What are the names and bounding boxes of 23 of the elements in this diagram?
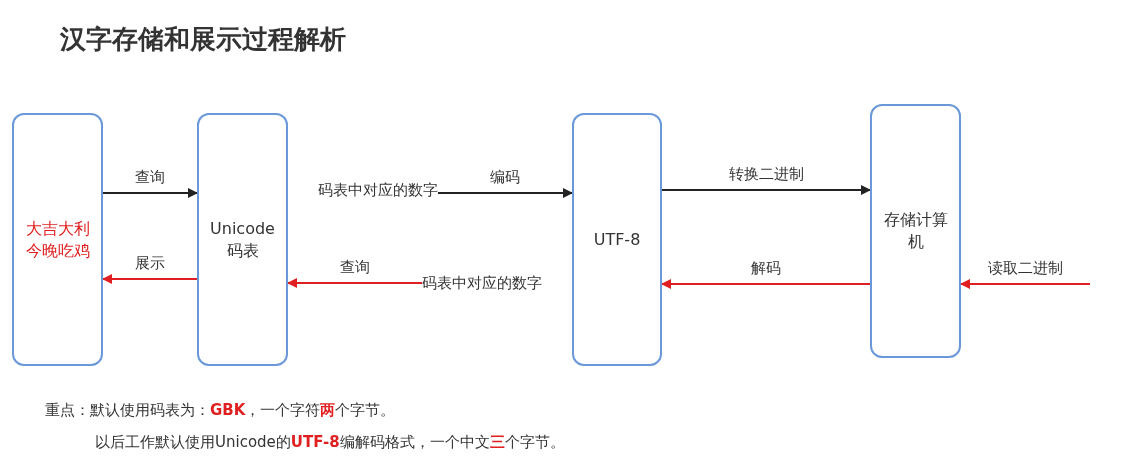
- process-box: UTF-8: [572, 113, 662, 366]
- process-box: Unicode码表: [197, 113, 288, 366]
- edge-label: 读取二进制: [988, 258, 1063, 278]
- title: 汉字存储和展示过程解析: [60, 23, 346, 56]
- text-label: 码表中对应的数字: [318, 179, 438, 201]
- edge-label: 编码: [490, 167, 520, 187]
- process-box: 存储计算机: [870, 104, 961, 358]
- arrow: [287, 278, 423, 288]
- arrow: [661, 185, 871, 195]
- arrow: [960, 279, 1091, 289]
- text-label: 码表中对应的数字: [422, 272, 542, 294]
- arrow: [661, 279, 871, 289]
- arrow: [437, 188, 573, 198]
- process-box: 大吉大利今晚吃鸡: [12, 113, 103, 366]
- edge-label: 展示: [135, 253, 165, 273]
- arrow: [102, 274, 198, 284]
- edge-label: 查询: [135, 167, 165, 187]
- edge-label: 解码: [751, 258, 781, 278]
- edge-label: 查询: [340, 257, 370, 277]
- arrow: [102, 188, 198, 198]
- note-text: 重点：默认使用码表为：GBK，一个字符两个字节。: [45, 401, 396, 420]
- note-text: 以后工作默认使用Unicode的UTF-8编解码格式，一个中文三个字节。: [95, 433, 565, 452]
- edge-label: 转换二进制: [728, 164, 804, 184]
